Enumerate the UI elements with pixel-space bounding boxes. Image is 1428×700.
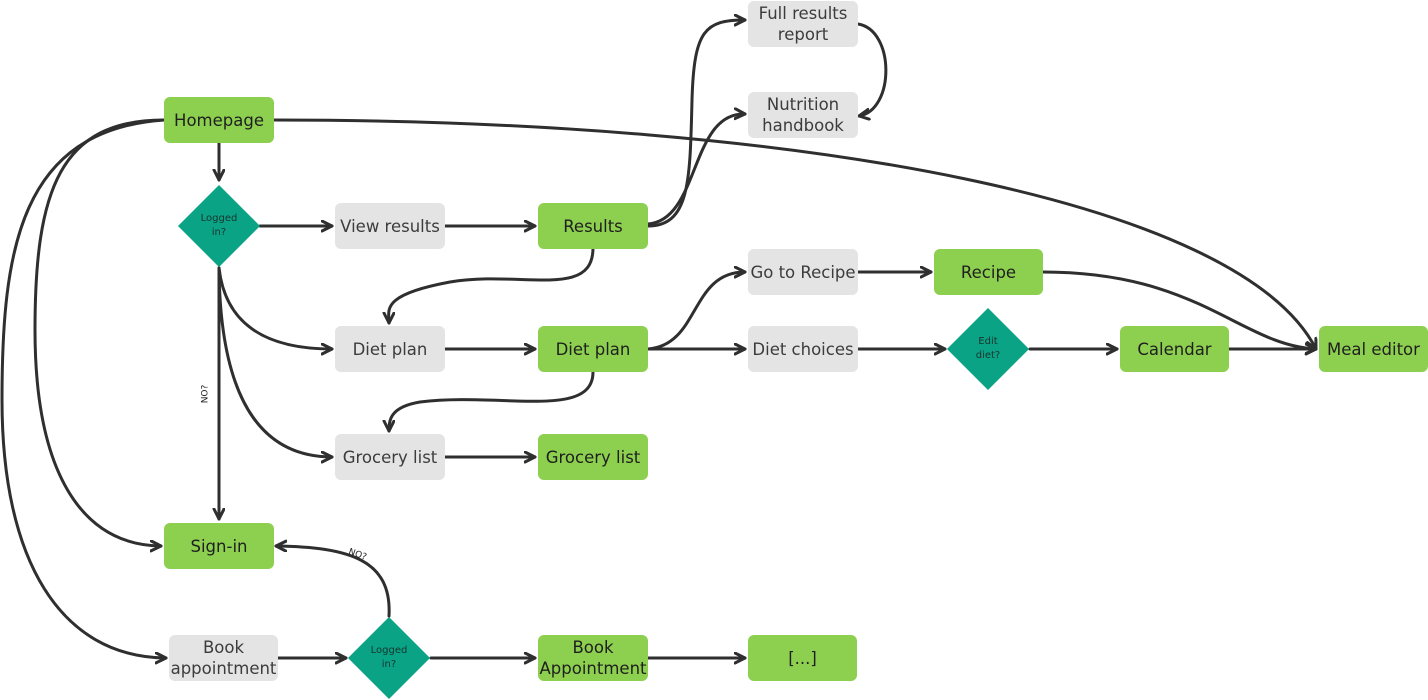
edge-full-report-to-nutrition (856, 22, 888, 116)
node-calendar[interactable]: Calendar (1120, 326, 1229, 372)
decision-edit-diet-label: Edit diet? (975, 336, 1001, 361)
node-grocery-list-page-label: Grocery list (545, 447, 641, 467)
node-book-appointment-page-label: Book Appointment (539, 638, 647, 678)
node-sign-in[interactable]: Sign-in (164, 523, 274, 569)
node-nutrition-handbook-label: Nutrition handbook (762, 95, 844, 135)
edge-label-no-vertical: NO? (200, 384, 211, 404)
node-recipe[interactable]: Recipe (934, 249, 1043, 295)
node-diet-plan-action-label: Diet plan (352, 339, 428, 359)
edge-homepage-to-sign-in (33, 118, 166, 546)
node-ellipsis[interactable]: [...] (748, 635, 857, 681)
node-book-appointment-action-label: Book appointment (170, 638, 277, 678)
node-grocery-list-page[interactable]: Grocery list (538, 434, 648, 480)
node-calendar-label: Calendar (1137, 339, 1212, 359)
node-diet-plan-action[interactable]: Diet plan (335, 326, 445, 372)
node-full-results-report-label: Full results report (758, 4, 848, 44)
node-view-results-label: View results (340, 216, 440, 236)
edge-homepage-to-meal-editor (272, 118, 1318, 351)
node-diet-plan-page[interactable]: Diet plan (538, 326, 648, 372)
edge-logged-in-to-diet-plan (217, 266, 334, 349)
node-go-to-recipe[interactable]: Go to Recipe (748, 249, 858, 295)
edge-recipe-to-meal-editor (1041, 270, 1318, 349)
edge-diet-plan-to-grocery-list (389, 370, 595, 433)
edge-results-to-diet-plan (389, 246, 595, 325)
node-results-label: Results (563, 216, 623, 236)
edge-results-to-full-report (646, 20, 747, 228)
node-nutrition-handbook[interactable]: Nutrition handbook (748, 92, 858, 138)
edge-logged-in-to-grocery-list (217, 266, 334, 457)
node-sign-in-label: Sign-in (190, 536, 248, 556)
node-recipe-label: Recipe (960, 262, 1017, 282)
node-results[interactable]: Results (538, 203, 648, 249)
edge-homepage-to-book-appointment (0, 118, 168, 658)
node-diet-plan-page-label: Diet plan (555, 339, 631, 359)
node-full-results-report[interactable]: Full results report (748, 1, 858, 47)
node-meal-editor[interactable]: Meal editor (1319, 326, 1428, 372)
node-homepage-label: Homepage (174, 110, 264, 130)
node-grocery-list-action[interactable]: Grocery list (335, 434, 445, 480)
decision-logged-in-bottom-label: Logged in? (370, 645, 408, 670)
edge-logged-in-bottom-to-sign-in (274, 546, 391, 618)
node-diet-choices-label: Diet choices (752, 339, 854, 359)
node-homepage[interactable]: Homepage (164, 97, 274, 143)
edge-results-to-nutrition (646, 114, 747, 226)
node-view-results[interactable]: View results (335, 203, 445, 249)
node-diet-choices[interactable]: Diet choices (748, 326, 858, 372)
edge-diet-plan-to-go-to-recipe (646, 272, 747, 351)
node-book-appointment-action[interactable]: Book appointment (169, 635, 278, 681)
decision-logged-in-top-label: Logged in? (200, 213, 238, 238)
node-grocery-list-action-label: Grocery list (342, 447, 438, 467)
node-go-to-recipe-label: Go to Recipe (750, 262, 856, 282)
node-ellipsis-label: [...] (788, 648, 817, 668)
node-book-appointment-page[interactable]: Book Appointment (538, 635, 648, 681)
node-meal-editor-label: Meal editor (1327, 339, 1420, 359)
